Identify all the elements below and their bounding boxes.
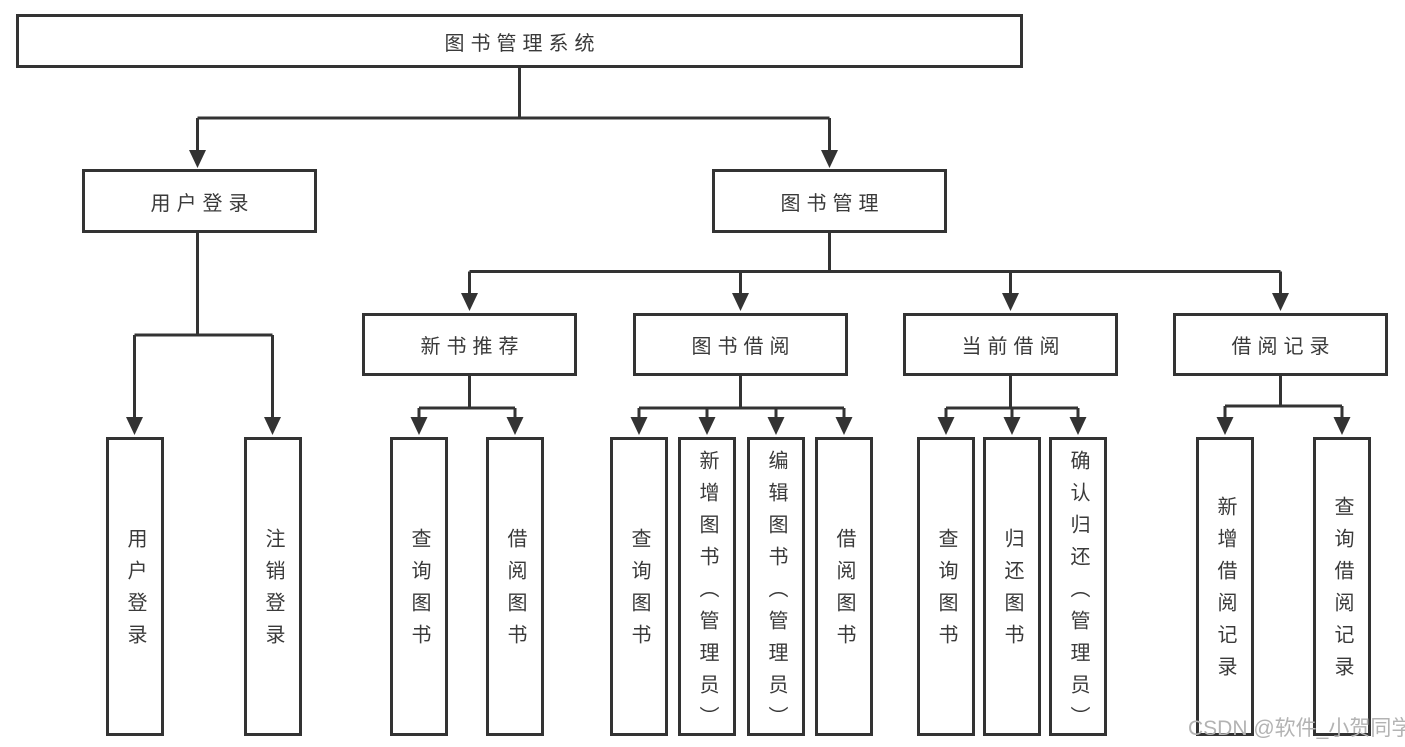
- node-label: 借阅图书: [504, 527, 526, 656]
- node-current-borrow: 当前借阅: [903, 313, 1118, 376]
- leaf-query-borrow-record: 查询借阅记录: [1313, 437, 1371, 736]
- node-library-management-system: 图书管理系统: [16, 14, 1023, 68]
- node-label: 编辑图书（管理员）: [765, 450, 787, 738]
- node-label: 新书推荐: [420, 336, 525, 358]
- leaf-query-books: 查询图书: [610, 437, 668, 736]
- node-label: 新增图书（管理员）: [696, 450, 718, 738]
- leaf-edit-books-admin: 编辑图书（管理员）: [747, 437, 805, 738]
- node-label: 确认归还（管理员）: [1067, 450, 1089, 738]
- leaf-return-books: 归还图书: [983, 437, 1041, 736]
- arrowhead-icons: [126, 150, 1351, 435]
- leaf-query-books: 查询图书: [390, 437, 448, 736]
- leaf-query-books: 查询图书: [917, 437, 975, 736]
- leaf-add-borrow-record: 新增借阅记录: [1196, 437, 1254, 736]
- node-label: 新增借阅记录: [1214, 495, 1236, 688]
- node-label: 查询借阅记录: [1331, 495, 1353, 688]
- node-user-login: 用户登录: [82, 169, 317, 233]
- node-label: 归还图书: [1001, 527, 1023, 656]
- node-label: 图书借阅: [691, 336, 796, 358]
- node-label: 借阅记录: [1231, 336, 1336, 358]
- connector-edges: [133, 68, 1344, 420]
- node-book-borrow: 图书借阅: [633, 313, 848, 376]
- csdn-watermark: CSDN @软件_小贺同学: [1188, 717, 1405, 740]
- leaf-confirm-return-admin: 确认归还（管理员）: [1049, 437, 1107, 738]
- leaf-logout-login: 注销登录: [244, 437, 302, 736]
- node-label: 查询图书: [628, 527, 650, 656]
- node-borrow-records: 借阅记录: [1173, 313, 1388, 376]
- node-label: 查询图书: [408, 527, 430, 656]
- leaf-borrow-books: 借阅图书: [815, 437, 873, 736]
- leaf-user-login: 用户登录: [106, 437, 164, 736]
- node-label: 查询图书: [935, 527, 957, 656]
- node-label: 注销登录: [262, 527, 284, 656]
- node-label: 用户登录: [124, 527, 146, 656]
- node-new-book-recommend: 新书推荐: [362, 313, 577, 376]
- node-book-management: 图书管理: [712, 169, 947, 233]
- leaf-borrow-books: 借阅图书: [486, 437, 544, 736]
- leaf-add-books-admin: 新增图书（管理员）: [678, 437, 736, 738]
- node-label: 借阅图书: [833, 527, 855, 656]
- node-label: 当前借阅: [961, 336, 1066, 358]
- node-label: 用户登录: [150, 192, 255, 215]
- node-label: 图书管理: [780, 192, 885, 215]
- node-label: 图书管理系统: [444, 32, 601, 55]
